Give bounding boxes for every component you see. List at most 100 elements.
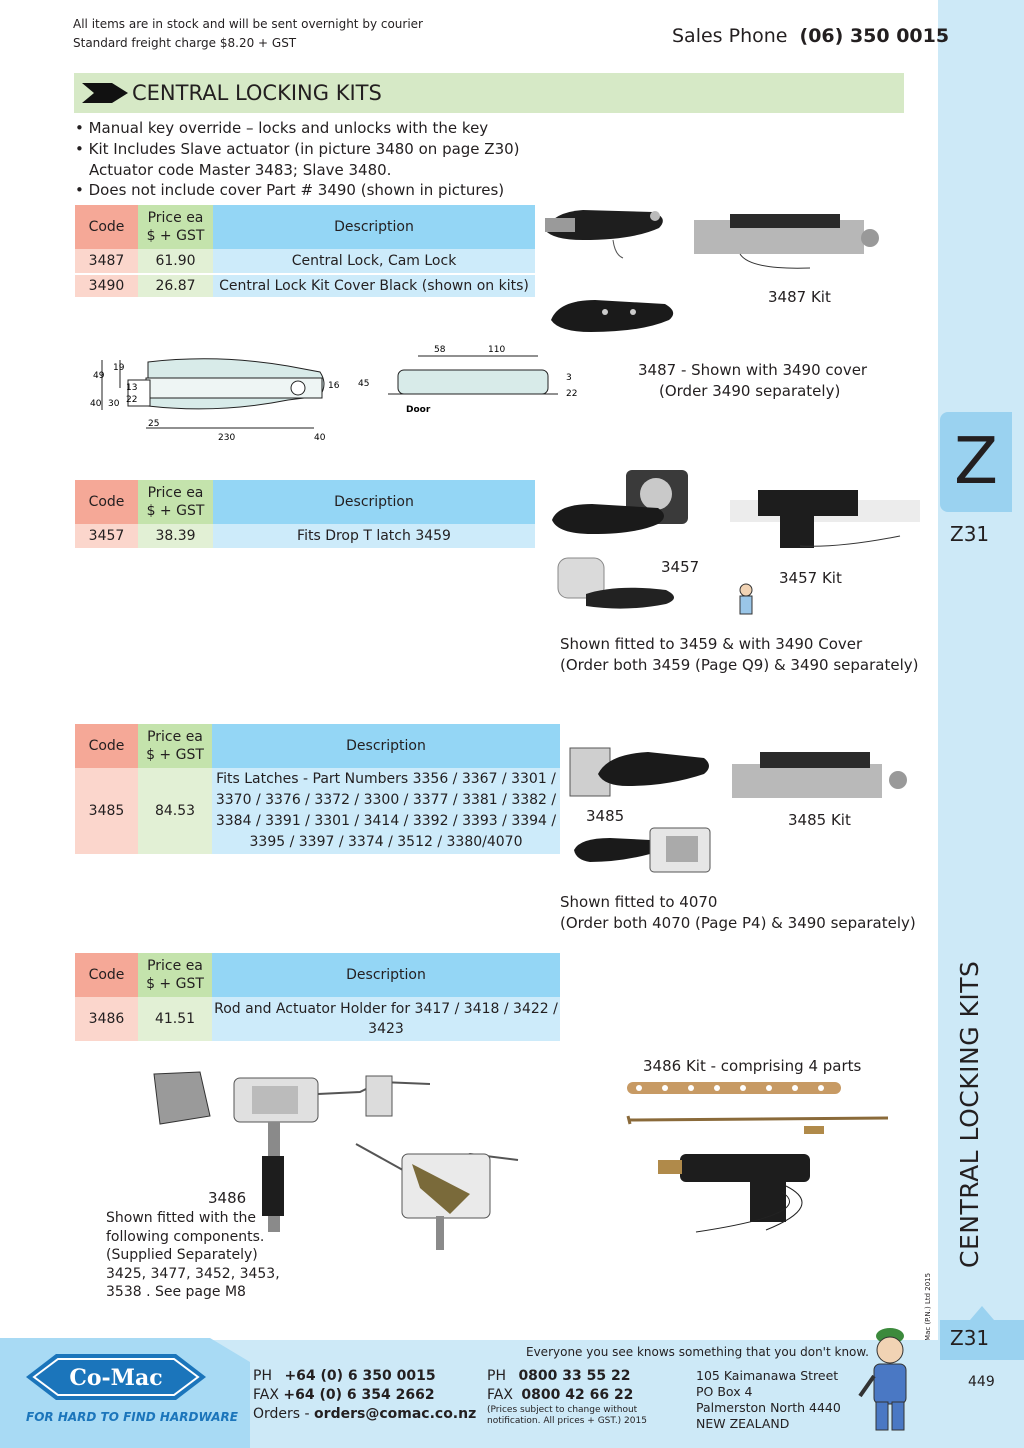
ph2-value: 0800 33 55 22 <box>518 1368 631 1384</box>
caption-line: following components. <box>106 1228 265 1245</box>
actuator-cover-3487-photo <box>551 300 674 332</box>
dim-label: 22 <box>126 395 137 405</box>
table-row: 3485 84.53 Fits Latches - Part Numbers 3… <box>75 768 560 854</box>
row-price: 84.53 <box>138 768 212 854</box>
page-code-bottom: Z31 <box>950 1326 990 1350</box>
page-code-tab-shape <box>940 1306 1024 1360</box>
sales-phone: Sales Phone (06) 350 0015 <box>672 25 949 47</box>
caption-3486-kit: 3486 Kit - comprising 4 parts <box>643 1057 862 1075</box>
caption-line: 3538 . See page M8 <box>106 1284 246 1300</box>
actuator-3457-photo <box>552 470 688 534</box>
vertical-title: CENTRAL LOCKING KITS <box>955 960 984 1268</box>
row-description: Central Lock Kit Cover Black (shown on k… <box>213 273 535 297</box>
address-line: NEW ZEALAND <box>696 1416 790 1431</box>
table-row: 3487 61.90 Central Lock, Cam Lock <box>75 249 535 273</box>
header-price: Price ea $ + GST <box>138 953 212 997</box>
page-code-top: Z31 <box>950 522 990 546</box>
row-code: 3457 <box>75 524 138 548</box>
actuator-3487-photo <box>545 210 663 259</box>
section-title-bar: CENTRAL LOCKING KITS <box>74 73 904 113</box>
stock-notice: All items are in stock and will be sent … <box>73 17 423 31</box>
address-line: 105 Kaimanawa Street <box>696 1368 839 1383</box>
header-description: Description <box>212 724 560 768</box>
footer-address: 105 Kaimanawa Street PO Box 4 Palmerston… <box>696 1368 841 1432</box>
row-price: 38.39 <box>138 524 213 548</box>
caption-line: Shown fitted with the <box>106 1210 256 1226</box>
caption-3486: 3486 <box>208 1189 247 1207</box>
caption-4070-fit-1: Shown fitted to 4070 <box>560 893 718 911</box>
dim-label: 40 <box>314 433 326 443</box>
section-title: CENTRAL LOCKING KITS <box>132 81 382 105</box>
header-description: Description <box>213 205 535 249</box>
caption-line: 3425, 3477, 3452, 3453, <box>106 1265 280 1282</box>
product-table-2: Code Price ea $ + GST Description 3457 3… <box>75 480 535 548</box>
caption-3459-fit-2: (Order both 3459 (Page Q9) & 3490 separa… <box>560 656 919 674</box>
orders-email-link[interactable]: orders@comac.co.nz <box>314 1406 477 1422</box>
row-price: 61.90 <box>138 249 213 273</box>
footer-disclaimer: (Prices subject to change without notifi… <box>487 1405 647 1427</box>
caption-3487-cover-1: 3487 - Shown with 3490 cover <box>638 361 868 379</box>
row-description: Rod and Actuator Holder for 3417 / 3418 … <box>212 997 560 1041</box>
header-code: Code <box>75 724 138 768</box>
header-code: Code <box>75 480 138 524</box>
assembly-3486-photo <box>153 1071 430 1232</box>
dim-label: 49 <box>93 371 105 381</box>
row-code: 3486 <box>75 997 138 1041</box>
footer-freephone: PH 0800 33 55 22 <box>487 1367 630 1386</box>
footer-tagline: FOR HARD TO FIND HARDWARE <box>26 1410 238 1424</box>
logo-text: Co-Mac <box>69 1365 162 1391</box>
caption-3459-fit-1: Shown fitted to 3459 & with 3490 Cover <box>560 635 863 653</box>
row-price: 26.87 <box>138 273 213 297</box>
mascot-small-icon <box>739 583 753 615</box>
dim-label: 230 <box>218 433 235 443</box>
table-row: 3490 26.87 Central Lock Kit Cover Black … <box>75 273 535 297</box>
dim-label: 45 <box>358 379 369 389</box>
header-description: Description <box>212 953 560 997</box>
latch-actuator-3485-photo <box>569 747 709 797</box>
row-code: 3485 <box>75 768 138 854</box>
dim-label: 16 <box>328 381 340 391</box>
header-price: Price ea $ + GST <box>138 205 213 249</box>
page-number: 449 <box>968 1374 995 1390</box>
header-price: Price ea $ + GST <box>138 724 212 768</box>
row-code: 3487 <box>75 249 138 273</box>
product-table-1: Code Price ea $ + GST Description 3487 6… <box>75 205 535 297</box>
section-letter: Z <box>954 425 998 499</box>
header-price-line2: $ + GST <box>146 228 205 244</box>
caption-3457: 3457 <box>661 558 700 576</box>
dim-label: 3 <box>566 373 572 383</box>
header-price-line1: Price ea <box>147 210 204 226</box>
caption-3485: 3485 <box>586 807 625 825</box>
clip-photo <box>804 1126 824 1134</box>
header-code: Code <box>75 205 138 249</box>
feature-bullet-2: • Kit Includes Slave actuator (in pictur… <box>75 140 520 158</box>
fax-label: FAX <box>253 1387 279 1403</box>
row-description: Fits Latches - Part Numbers 3356 / 3367 … <box>212 768 560 854</box>
footer-orders: Orders - orders@comac.co.nz <box>253 1405 476 1424</box>
mascot-icon <box>858 1328 907 1431</box>
kit-3485-photo <box>732 752 907 798</box>
ph2-label: PH <box>487 1368 506 1384</box>
footer-freefax: FAX 0800 42 66 22 <box>487 1386 633 1405</box>
row-description-line: 3384 / 3391 / 3301 / 3414 / 3392 / 3393 … <box>215 813 557 829</box>
freight-notice: Standard freight charge $8.20 + GST <box>73 36 297 50</box>
table-row: 3457 38.39 Fits Drop T latch 3459 <box>75 524 535 548</box>
header-price-line1: Price ea <box>147 729 203 745</box>
row-code: 3490 <box>75 273 138 297</box>
dim-label: 110 <box>488 345 505 355</box>
row-description-line: 3370 / 3376 / 3372 / 3300 / 3377 / 3381 … <box>215 792 557 808</box>
table-row: 3486 41.51 Rod and Actuator Holder for 3… <box>75 997 560 1041</box>
technical-drawing: 49 19 16 13 22 30 40 25 230 40 58 110 45… <box>90 345 577 443</box>
disclaimer-line: notification. All prices + GST.) 2015 <box>487 1416 647 1426</box>
caption-3487-kit: 3487 Kit <box>768 288 831 306</box>
row-description-line: 3423 <box>368 1021 404 1037</box>
sidebar <box>938 0 1024 1448</box>
rod-photo <box>626 1115 889 1125</box>
row-description: Fits Drop T latch 3459 <box>213 524 535 548</box>
dim-label: 40 <box>90 399 102 409</box>
feature-bullet-3: Actuator code Master 3483; Slave 3480. <box>89 161 392 179</box>
dim-label: 13 <box>126 383 137 393</box>
sales-phone-label: Sales Phone <box>672 25 788 47</box>
caption-line: (Supplied Separately) <box>106 1247 258 1263</box>
dim-label: 19 <box>113 363 125 373</box>
